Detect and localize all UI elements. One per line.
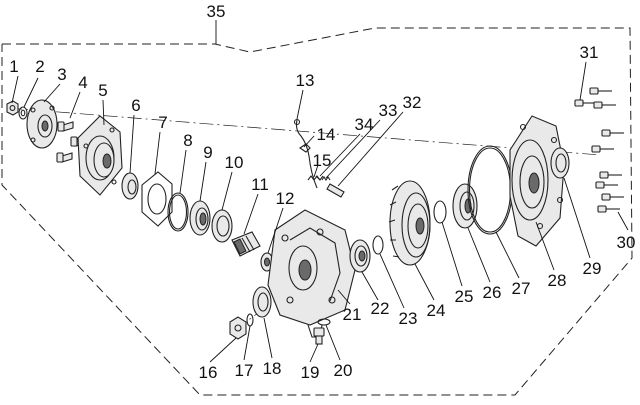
label-30: 30: [617, 233, 636, 252]
part-15-spring: [307, 175, 324, 181]
label-4: 4: [78, 73, 87, 92]
label-17: 17: [235, 361, 254, 380]
callout-labels: 1 2 3 4 5 6 7 8 9 10 11 12 13 14 15 16 1…: [9, 2, 635, 382]
label-15: 15: [313, 151, 332, 170]
part-19-drain-plug: [313, 327, 325, 345]
part-14-clip: [299, 143, 311, 153]
label-26: 26: [483, 283, 502, 302]
part-10-race: [211, 209, 233, 243]
label-7: 7: [158, 113, 167, 132]
part-17-washer: [246, 313, 254, 327]
part-23-snap-ring: [372, 235, 384, 255]
part-18-seal: [252, 286, 272, 318]
label-25: 25: [455, 287, 474, 306]
label-20: 20: [334, 361, 353, 380]
label-24: 24: [427, 301, 446, 320]
assembly-boundary: [1, 20, 633, 396]
label-23: 23: [399, 309, 418, 328]
part-31-bolts: [574, 87, 624, 153]
part-26-bearing: [452, 183, 478, 229]
part-21-main-housing: [267, 209, 356, 338]
part-28-cover: [509, 115, 565, 247]
label-14: 14: [317, 125, 336, 144]
part-8-o-ring: [167, 192, 189, 232]
label-10: 10: [225, 153, 244, 172]
part-29-seal: [550, 147, 570, 179]
part-27-large-o-ring: [467, 145, 513, 235]
label-19: 19: [301, 363, 320, 382]
label-16: 16: [199, 363, 218, 382]
label-9: 9: [203, 143, 212, 162]
part-30-bolts: [595, 171, 624, 213]
part-11-pinion-gear: [231, 231, 261, 257]
label-21: 21: [343, 305, 362, 324]
label-13: 13: [296, 71, 315, 90]
part-5-housing-plate: [77, 115, 123, 196]
part-33-spring: [321, 176, 331, 181]
label-35: 35: [207, 2, 226, 21]
label-34: 34: [355, 115, 374, 134]
label-12: 12: [276, 189, 295, 208]
label-2: 2: [35, 57, 44, 76]
part-24-ring-gear: [388, 180, 431, 266]
part-7-gasket: [141, 171, 173, 227]
leader-lines: [11, 61, 629, 363]
part-25-snap-ring: [433, 200, 447, 224]
label-32: 32: [403, 93, 422, 112]
label-22: 22: [371, 299, 390, 318]
part-3-flange: [26, 99, 58, 149]
part-20-washer: [317, 318, 331, 326]
label-18: 18: [263, 359, 282, 378]
label-3: 3: [57, 65, 66, 84]
label-31: 31: [580, 43, 599, 62]
part-16-nut: [229, 316, 247, 340]
label-33: 33: [379, 101, 398, 120]
label-27: 27: [512, 279, 531, 298]
part-6-seal: [121, 172, 139, 200]
part-9-bearing: [189, 200, 211, 236]
label-11: 11: [251, 175, 269, 194]
label-8: 8: [183, 131, 192, 150]
label-5: 5: [98, 81, 107, 100]
part-32-plunger: [326, 183, 345, 198]
part-2-washer: [18, 106, 28, 120]
label-1: 1: [9, 57, 18, 76]
part-22-bearing: [349, 239, 371, 273]
part-34-pin: [315, 175, 321, 181]
label-6: 6: [131, 96, 140, 115]
label-28: 28: [548, 271, 567, 290]
label-29: 29: [583, 259, 602, 278]
part-1-nut: [6, 100, 19, 116]
